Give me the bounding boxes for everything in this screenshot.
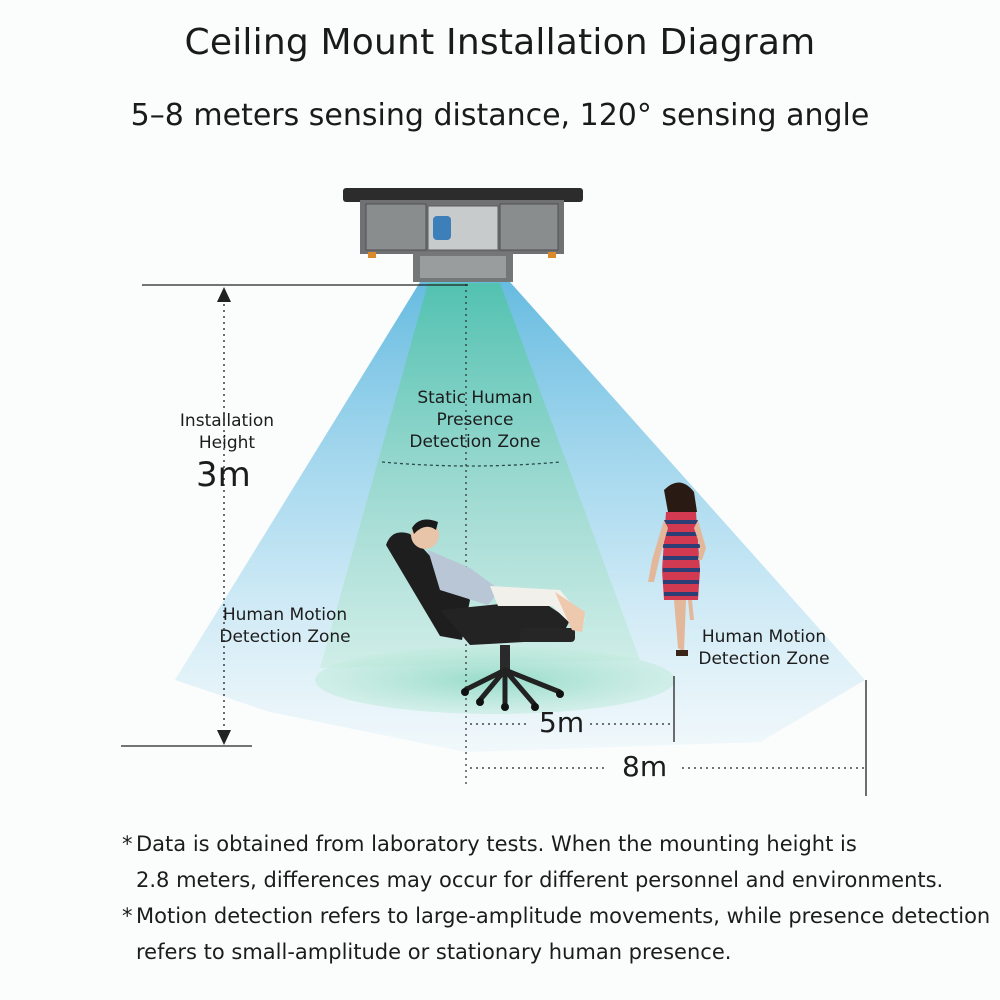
presence-detection-cone: [320, 283, 640, 668]
static-zone-label: Static Human Presence Detection Zone: [395, 387, 555, 453]
footnote-marker: *: [122, 904, 133, 928]
footnote-line: Data is obtained from laboratory tests. …: [136, 832, 857, 856]
motion-zone-label-line: Human Motion: [222, 605, 348, 625]
height-dimension-arrow: [217, 287, 231, 745]
motion-zone-left-label: Human Motion Detection Zone: [215, 604, 355, 648]
footnote-line: Motion detection refers to large-amplitu…: [136, 904, 991, 928]
page-subtitle: 5–8 meters sensing distance, 120° sensin…: [130, 98, 870, 133]
footnote-line: refers to small-amplitude or stationary …: [136, 940, 732, 964]
static-zone-label-line: Detection Zone: [409, 432, 541, 452]
distance-5m-label: 5m: [539, 706, 585, 739]
motion-zone-label-line: Human Motion: [701, 627, 827, 647]
footnote: * Motion detection refers to large-ampli…: [122, 898, 991, 970]
motion-zone-right-label: Human Motion Detection Zone: [694, 626, 834, 670]
page-title: Ceiling Mount Installation Diagram: [184, 22, 816, 63]
footnotes: * Data is obtained from laboratory tests…: [122, 826, 991, 970]
footnote-line: 2.8 meters, differences may occur for di…: [136, 868, 944, 892]
height-value: 3m: [196, 455, 251, 495]
walking-person-illustration: [648, 482, 706, 656]
footnote: * Data is obtained from laboratory tests…: [122, 826, 944, 898]
motion-zone-label-line: Detection Zone: [698, 649, 830, 669]
footnote-marker: *: [122, 832, 133, 856]
distance-8m-dimension: [470, 680, 867, 796]
distance-8m-label: 8m: [622, 750, 668, 783]
person-in-chair-illustration: [386, 519, 585, 711]
sensor-device: [343, 188, 583, 282]
motion-zone-label-line: Detection Zone: [219, 627, 351, 647]
static-zone-label-line: Presence: [436, 410, 514, 430]
static-zone-boundary: [381, 461, 561, 467]
static-zone-label-line: Static Human: [417, 388, 533, 408]
installation-height-label: Installation Height: [179, 411, 275, 453]
distance-5m-dimension: [470, 676, 675, 742]
